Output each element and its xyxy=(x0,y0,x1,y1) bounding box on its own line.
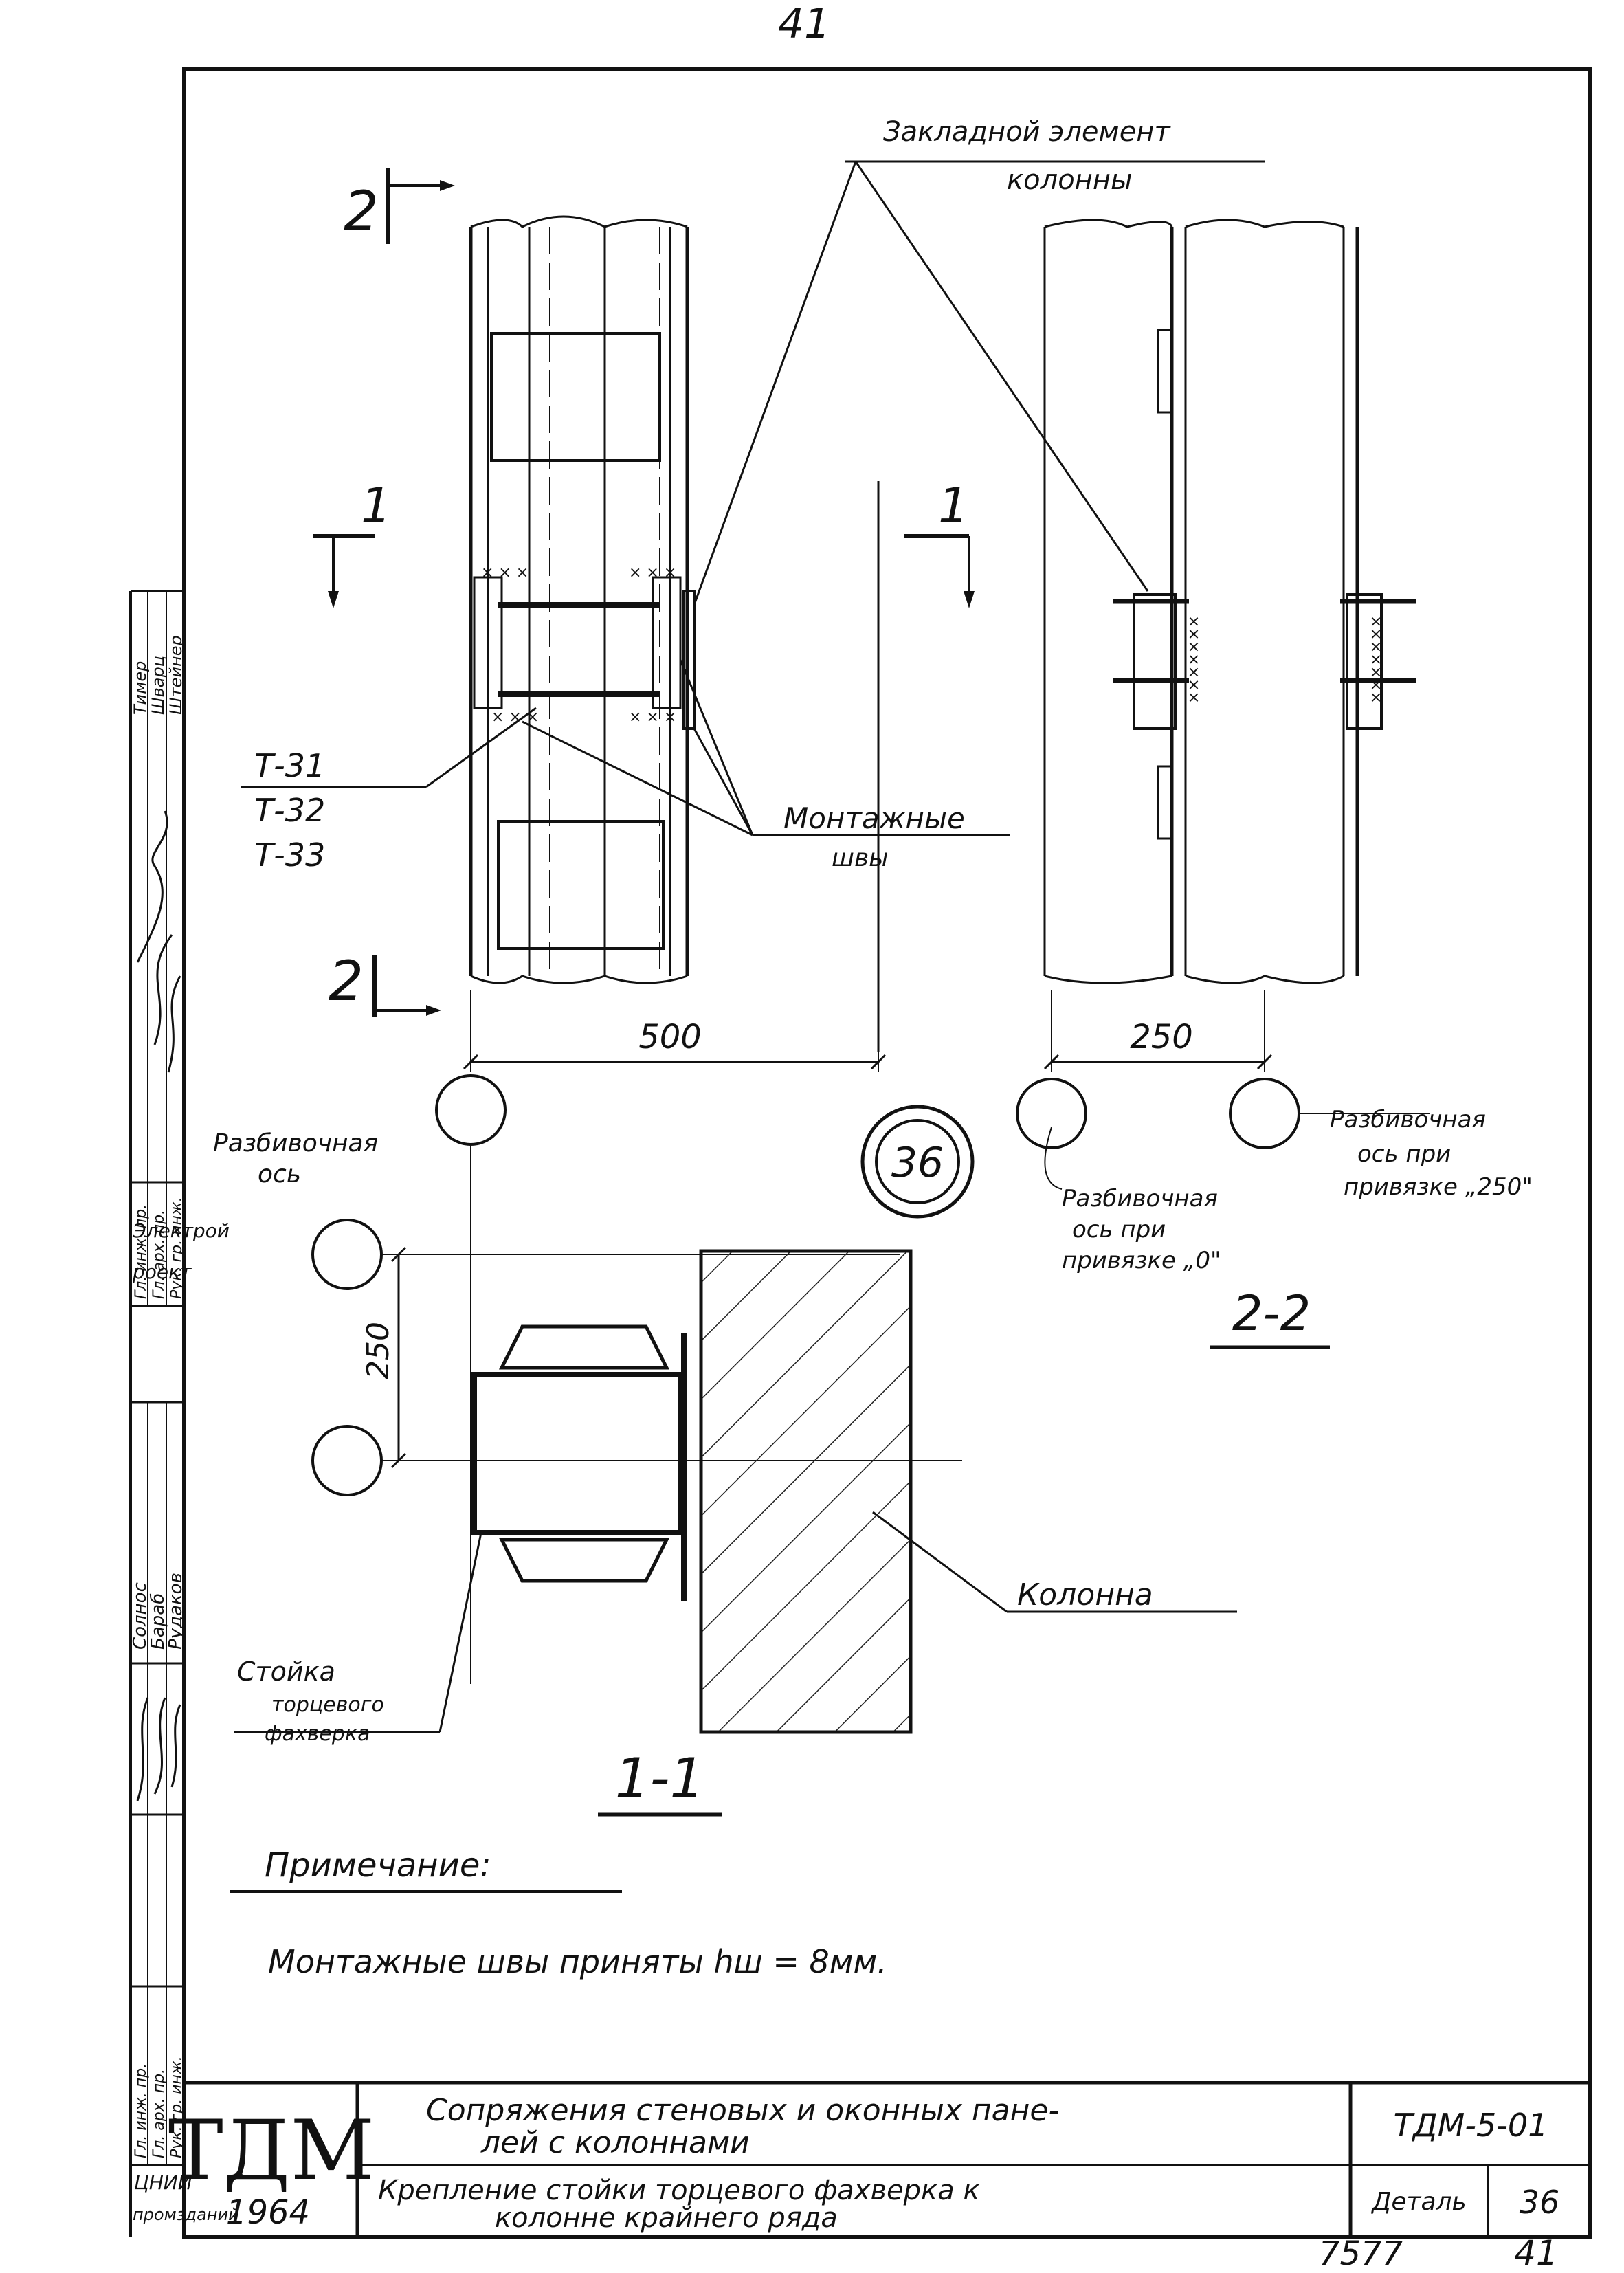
title-subject-line1: Сопряжения стеновых и оконных пане- xyxy=(426,2093,1059,2128)
svg-text:Бараб: Бараб xyxy=(148,1593,168,1650)
callout-axis-250-line3: привязке „250" xyxy=(1344,1173,1533,1201)
page-number-top: 41 xyxy=(778,0,830,48)
bottom-number-right: 41 xyxy=(1514,2233,1558,2273)
svg-text:× × ×: × × × xyxy=(629,709,676,726)
callout-part-t33: Т-33 xyxy=(254,836,325,874)
callout-post-line1: Стойка xyxy=(237,1656,335,1687)
svg-text:250: 250 xyxy=(1130,1018,1193,1056)
drawing-frame xyxy=(182,67,1592,2239)
callout-post-line3: фахверка xyxy=(265,1722,370,1746)
title-year: 1964 xyxy=(226,2193,310,2232)
svg-text:× × ×: × × × xyxy=(629,564,676,581)
svg-text:роект: роект xyxy=(132,1261,192,1283)
svg-text:Штейнер: Штейнер xyxy=(166,635,186,715)
svg-text:ЦНИИ: ЦНИИ xyxy=(134,2171,192,2194)
callout-embedded-element-2: колонны xyxy=(1007,164,1133,196)
title-detail-line1: Крепление стойки торцевого фахверка к xyxy=(378,2175,980,2206)
cut-mark-1-left: 1 xyxy=(313,478,392,608)
title-subject-line2: лей с колоннами xyxy=(480,2125,750,2160)
cut-mark-1-right: 1 xyxy=(904,478,975,608)
cut-mark-2-bottom: 2 xyxy=(329,949,441,1017)
callout-mounting-welds: Монтажные xyxy=(783,801,965,835)
svg-text:Гл. арх. пр.: Гл. арх. пр. xyxy=(151,2069,168,2158)
bottom-number-left: 7577 xyxy=(1319,2235,1403,2273)
section-2-2-view: ××××××× ××××××× xyxy=(1043,219,1416,984)
svg-text:промзданий: промзданий xyxy=(133,2205,239,2224)
svg-text:250: 250 xyxy=(361,1322,396,1379)
dimension-250: 250 xyxy=(1043,990,1273,1072)
section-2-2-title: 2-2 xyxy=(1232,1285,1311,1342)
title-code: ТДМ-5-01 xyxy=(1394,2107,1548,2144)
callout-mounting-welds-2: швы xyxy=(832,844,889,872)
cut-mark-2-top: 2 xyxy=(344,168,455,244)
svg-text:Рук. гр. инж.: Рук. гр. инж. xyxy=(168,2056,186,2158)
svg-text:500: 500 xyxy=(638,1018,702,1056)
title-detail-label: Деталь xyxy=(1370,2188,1467,2216)
svg-text:2: 2 xyxy=(329,949,364,1013)
callout-axis-0-line2: ось при xyxy=(1072,1216,1166,1243)
svg-text:Рудаков: Рудаков xyxy=(166,1573,186,1650)
title-detail-number: 36 xyxy=(1520,2184,1560,2221)
callout-axis-250-line1: Разбивочная xyxy=(1330,1106,1486,1133)
svg-text:Солнос: Солнос xyxy=(130,1582,151,1650)
detail-bubble: 36 xyxy=(860,1105,975,1219)
callout-column: Колонна xyxy=(1017,1577,1153,1612)
svg-text:× × ×: × × × xyxy=(481,564,529,581)
svg-text:×××××××: ××××××× xyxy=(1367,615,1384,704)
dimension-500: 500 xyxy=(463,990,887,1072)
notes-text: Монтажные швы приняты hш = 8мм. xyxy=(268,1943,887,1980)
axis-bubble-250 xyxy=(1229,1078,1300,1149)
callout-post-line2: торцевого xyxy=(271,1693,384,1717)
title-detail-line2: колонне крайнего ряда xyxy=(495,2202,838,2234)
callout-layout-axis-2: ось xyxy=(258,1160,301,1188)
section-1-1-title: 1-1 xyxy=(615,1747,705,1810)
svg-text:2: 2 xyxy=(344,179,379,243)
notes-heading: Примечание: xyxy=(265,1846,491,1885)
svg-text:36: 36 xyxy=(891,1139,944,1187)
elevation-view: × × × × × × × × × × × × xyxy=(469,215,880,1052)
svg-text:Рук. гр. инж.: Рук. гр. инж. xyxy=(168,1197,186,1299)
svg-text:Гл. арх. пр.: Гл. арх. пр. xyxy=(151,1210,168,1299)
svg-text:Гл. инж. пр.: Гл. инж. пр. xyxy=(133,1204,150,1299)
column-concrete xyxy=(699,1249,913,1734)
callout-axis-0-line1: Разбивочная xyxy=(1062,1185,1218,1212)
callout-embedded-element: Закладной элемент xyxy=(883,116,1171,148)
title-logo: ТДМ xyxy=(168,2103,375,2199)
svg-text:1: 1 xyxy=(938,478,969,534)
callout-part-t32: Т-32 xyxy=(254,792,325,829)
title-block: ТДМ 1964 Сопряжения стеновых и оконных п… xyxy=(168,2081,1590,2237)
leader-lines xyxy=(234,160,1430,1733)
svg-text:×××××××: ××××××× xyxy=(1185,615,1202,704)
svg-text:Электрой: Электрой xyxy=(132,1219,230,1242)
svg-text:Тимер: Тимер xyxy=(131,661,150,715)
axis-bubble-1 xyxy=(435,1074,507,1146)
left-stamp: Гл. инж. пр. Гл. арх. пр. Рук. гр. инж. … xyxy=(130,591,239,2224)
svg-text:Гл. инж. пр.: Гл. инж. пр. xyxy=(133,2063,150,2158)
callout-part-t31: Т-31 xyxy=(254,747,325,784)
svg-text:1: 1 xyxy=(361,478,392,534)
callout-axis-0-line3: привязке „0" xyxy=(1062,1247,1221,1274)
axis-bubble-0 xyxy=(1016,1078,1087,1149)
section-1-1-view: 250 xyxy=(311,1219,962,1734)
svg-text:Шварц: Шварц xyxy=(148,656,168,715)
callout-axis-250-line2: ось при xyxy=(1357,1140,1451,1168)
callout-layout-axis: Разбивочная xyxy=(213,1129,378,1157)
